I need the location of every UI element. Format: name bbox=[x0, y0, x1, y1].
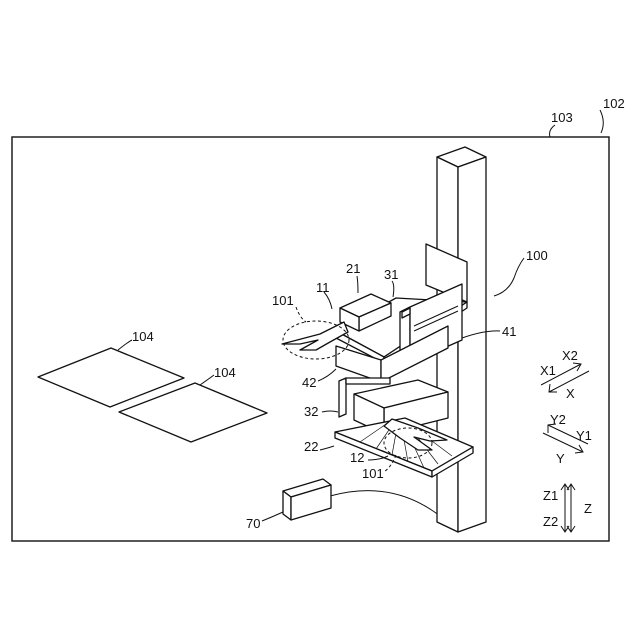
label-x1: X1 bbox=[540, 363, 556, 378]
label-12: 12 bbox=[350, 450, 364, 465]
label-y: Y bbox=[556, 451, 565, 466]
label-102-group: 102 bbox=[600, 96, 625, 133]
label-104-b: 104 bbox=[214, 365, 236, 380]
label-z2: Z2 bbox=[543, 514, 558, 529]
label-y1: Y1 bbox=[576, 428, 592, 443]
label-42: 42 bbox=[302, 375, 316, 390]
label-x2: X2 bbox=[562, 348, 578, 363]
label-z: Z bbox=[584, 501, 592, 516]
label-x: X bbox=[566, 386, 575, 401]
floor-arc bbox=[330, 491, 445, 520]
label-102: 102 bbox=[603, 96, 625, 111]
label-101-lower: 101 bbox=[362, 466, 384, 481]
label-22: 22 bbox=[304, 439, 318, 454]
label-41: 41 bbox=[502, 324, 516, 339]
hand-upper bbox=[282, 322, 348, 350]
label-31: 31 bbox=[384, 267, 398, 282]
label-103: 103 bbox=[551, 110, 573, 125]
label-70: 70 bbox=[246, 516, 260, 531]
label-104-a: 104 bbox=[132, 329, 154, 344]
label-32: 32 bbox=[304, 404, 318, 419]
label-z1: Z1 bbox=[543, 488, 558, 503]
label-11: 11 bbox=[316, 280, 330, 295]
label-y2: Y2 bbox=[550, 412, 566, 427]
controller-box bbox=[283, 479, 331, 520]
label-100: 100 bbox=[526, 248, 548, 263]
label-21: 21 bbox=[346, 261, 360, 276]
label-103-group: 103 bbox=[550, 110, 573, 137]
label-101-upper: 101 bbox=[272, 293, 294, 308]
axis-z-indicator bbox=[561, 484, 575, 532]
